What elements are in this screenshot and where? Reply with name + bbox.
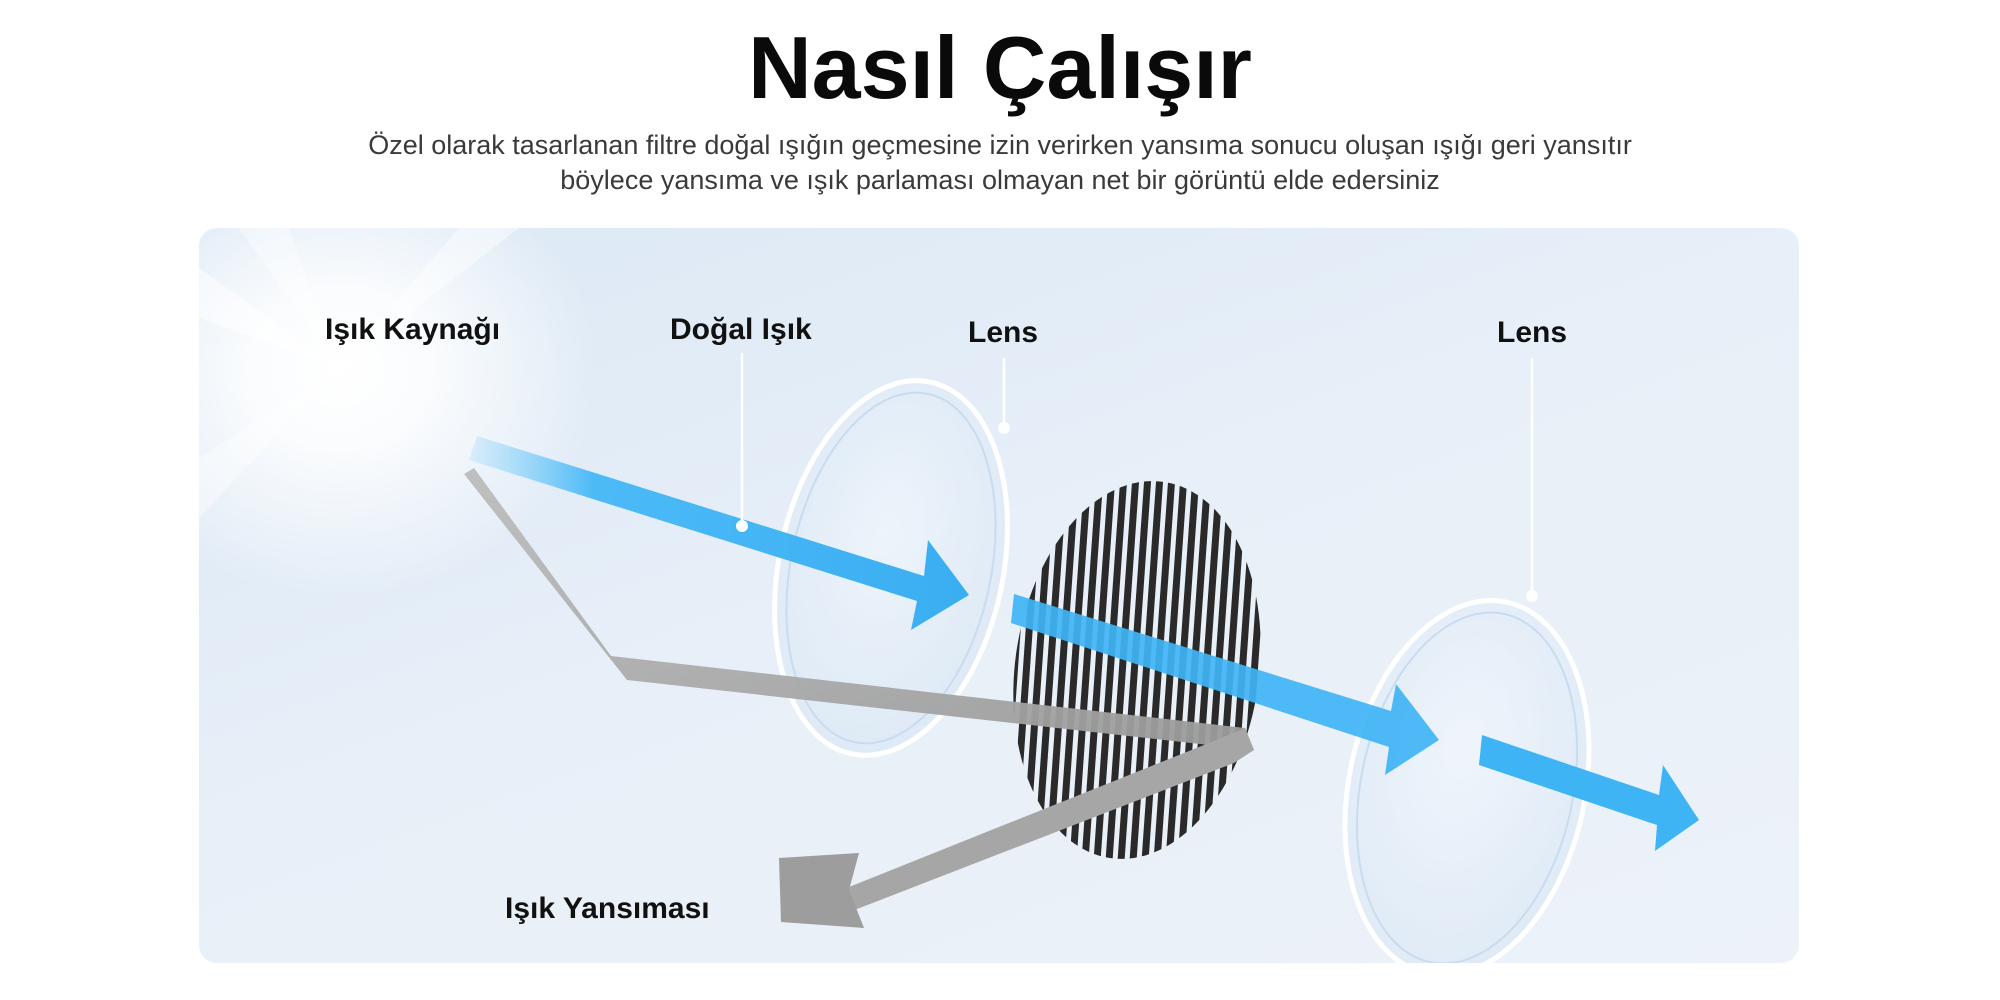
subtitle-line-2: böylece yansıma ve ışık parlaması olmaya… [560,165,1440,195]
filter-stripe [1079,464,1117,876]
label-light-source: Işık Kaynağı [325,313,501,346]
how-it-works-diagram [199,228,1699,963]
label-natural-light: Doğal Işık [670,313,812,346]
label-lens-front: Lens [968,316,1039,349]
diagram-panel: Işık Kaynağı Doğal Işık Lens Lens Işık Y… [199,228,1799,963]
light-source-sun [199,228,599,598]
filter-stripe [1055,464,1093,876]
label-reflection: Işık Yansıması [505,892,710,925]
filter-stripe [1091,464,1129,876]
subtitle-line-1: Özel olarak tasarlanan filtre doğal ışığ… [368,130,1632,160]
filter-stripe [1103,464,1141,876]
leader-dot-lens-back [1526,590,1538,602]
back-lens [1342,598,1592,963]
filter-stripe [1067,464,1105,876]
page-subtitle: Özel olarak tasarlanan filtre doğal ışığ… [300,128,1700,198]
page-title: Nasıl Çalışır [748,18,1252,117]
leader-dot-lens-front [998,422,1010,434]
filter-stripe [1019,464,1057,876]
filter-stripe [1031,464,1069,876]
natural-light-arrow [469,436,1699,851]
label-leaders [736,353,1538,602]
leader-dot-natural-light [736,520,748,532]
label-lens-back: Lens [1497,316,1568,349]
reflection-arrow [464,468,1254,928]
filter-stripe [1043,464,1081,876]
